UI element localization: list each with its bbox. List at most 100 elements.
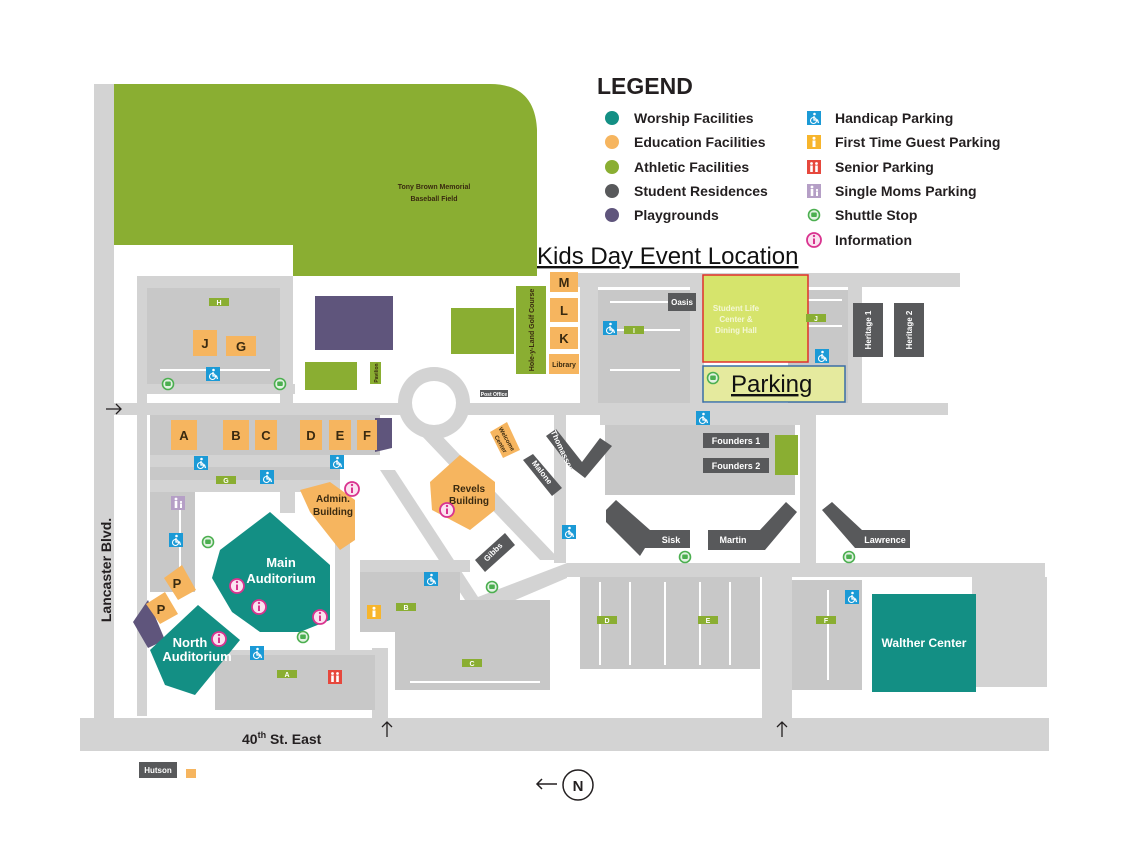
legend-single-moms: Single Moms Parking [835,183,977,199]
student-life-center [702,274,809,363]
lot-i-label: I [633,328,635,335]
library-label: Library [552,362,576,369]
legend-playgrounds: Playgrounds [634,207,719,223]
parking-callout: Parking [731,371,812,398]
bus-icon [273,377,287,391]
legend-information: Information [835,232,912,248]
wheelchair-icon [205,366,221,382]
wheelchair-icon [814,348,830,364]
admin-building-label-1: Admin. [316,494,350,505]
lot-a-label: A [284,672,289,679]
playground-north-aud [133,600,165,648]
block-d-label: D [306,428,315,443]
golf-course-label: Hole-y-Land Golf Course [529,289,536,372]
info-icon [806,232,822,248]
lot-j-label: J [814,316,818,323]
bus-icon [842,550,856,564]
legend-first-time-guest: First Time Guest Parking [835,134,1000,150]
athletic-field-founders [775,435,798,475]
post-office [480,390,508,397]
slc-label-2: Center & [719,315,753,324]
heritage1-label: Heritage 1 [864,310,873,349]
pavilion [370,362,381,384]
slc-label-1: Student Life [713,304,760,313]
wheelchair-icon [329,454,345,470]
wheelchair-icon [561,524,577,540]
bus-icon [706,371,720,385]
legend-swatch-playgrounds [605,208,619,222]
info-icon [312,609,328,625]
bus-icon [296,630,310,644]
40th-street-label: 40th St. East [242,730,322,747]
mom-child-icon [171,496,185,510]
wheelchair-icon [423,571,439,587]
legend-worship: Worship Facilities [634,110,754,126]
wheelchair-icon [844,589,860,605]
bus-icon [485,580,499,594]
info-icon [229,578,245,594]
road-network [80,84,1049,751]
kids-day-event-location-callout: Kids Day Event Location [537,243,798,270]
guest-person-icon [367,605,381,619]
info-icon [344,481,360,497]
mom-child-icon [807,184,821,198]
education-blocks: J G A B C D E F M L K Library Welcome Ce… [146,272,579,778]
senior-people-icon [807,160,821,174]
block-m-label: M [559,275,570,290]
lot-c-label: C [469,661,474,668]
block-c-label: C [261,428,271,443]
block-l-label: L [560,303,568,318]
martin-label: Martin [720,535,747,545]
legend-swatch-athletic [605,160,619,174]
wheelchair-icon [602,320,618,336]
block-j-label: J [201,336,208,351]
wheelchair-icon [168,532,184,548]
post-office-label: Post Office [481,392,508,398]
lancaster-blvd-label: Lancaster Blvd. [98,518,114,622]
wheelchair-icon [259,469,275,485]
legend-swatch-residences [605,184,619,198]
block-p1-label: P [173,576,182,591]
legend-title: LEGEND [597,73,693,99]
founders2-label: Founders 2 [712,461,761,471]
info-icon [211,631,227,647]
legend-shuttle: Shuttle Stop [835,207,917,223]
block-a-label: A [179,428,189,443]
legend-education: Education Facilities [634,134,766,150]
baseball-field-label-1: Tony Brown Memorial [398,184,471,191]
legend-senior: Senior Parking [835,159,934,175]
playground-north [315,296,393,350]
pavilion-label: Pavilion [374,363,380,382]
wheelchair-icon [695,410,711,426]
golf-course [516,286,546,374]
arrow-left-icon [535,778,557,790]
wheelchair-icon [249,645,265,661]
north-auditorium [150,605,240,695]
athletic-field-east [451,308,514,354]
legend-handicap: Handicap Parking [835,110,953,126]
walther-center [872,594,976,692]
admin-building-label-2: Building [313,507,353,518]
lot-f-label: F [824,618,829,625]
highlighted-parking-area [702,365,846,403]
walther-center-label: Walther Center [882,636,967,650]
bus-icon [201,535,215,549]
wheelchair-icon [806,110,822,126]
info-icon [251,599,267,615]
guest-person-icon [807,135,821,149]
legend: LEGEND Worship Facilities Education Faci… [597,73,1000,248]
playground-f [375,418,392,452]
info-icon [439,502,455,518]
baseball-field-label-2: Baseball Field [410,196,457,203]
lawrence-label: Lawrence [864,535,906,545]
revels-building-label-1: Revels [453,484,486,495]
heritage2-label: Heritage 2 [905,310,914,349]
block-e-label: E [336,428,345,443]
block-b-label: B [231,428,240,443]
main-auditorium-label-2: Auditorium [246,571,315,586]
bus-icon [678,550,692,564]
founders1-label: Founders 1 [712,436,761,446]
block-k-label: K [559,331,569,346]
oasis-label: Oasis [671,298,693,307]
